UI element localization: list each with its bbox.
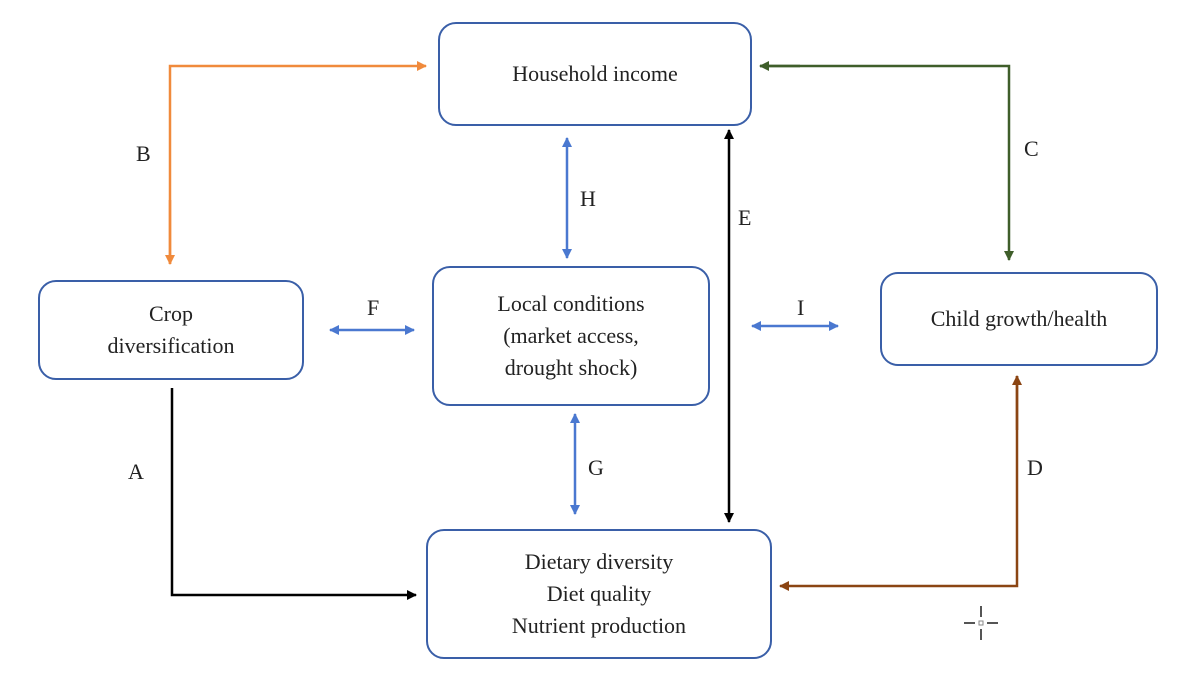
edge-b-path	[168, 61, 427, 264]
node-diet-line-3: Nutrient production	[511, 613, 687, 638]
edge-label-c: C	[1024, 136, 1039, 161]
node-local-line-1: Local conditions	[497, 291, 645, 316]
edge-a-path	[170, 388, 417, 600]
node-dietary-outcomes: Dietary diversity Diet quality Nutrient …	[426, 529, 772, 659]
edge-label-e: E	[738, 205, 752, 230]
edge-label-f: F	[367, 295, 380, 320]
edge-label-d: D	[1027, 455, 1043, 480]
node-household-income: Household income	[438, 22, 752, 126]
edge-label-g: G	[588, 455, 604, 480]
node-diet-line-2: Diet quality	[546, 581, 652, 606]
node-local-line-3: drought shock)	[504, 355, 638, 380]
node-local-line-2: (market access,	[503, 323, 639, 348]
edge-label-a: A	[128, 459, 144, 484]
edge-label-h: H	[580, 186, 596, 211]
node-diet-line-1: Dietary diversity	[524, 549, 674, 574]
edge-label-i: I	[797, 295, 805, 320]
edge-d-path	[779, 376, 1019, 591]
node-child-growth-health: Child growth/health	[880, 272, 1158, 366]
crosshair-cursor-icon	[964, 606, 998, 640]
node-crop-diversification: Crop diversification	[38, 280, 304, 380]
node-crop-line-2: diversification	[107, 333, 235, 358]
node-household-line-1: Household income	[512, 61, 678, 86]
edge-label-b: B	[136, 141, 151, 166]
node-child-line-1: Child growth/health	[930, 306, 1108, 331]
edge-c-path	[760, 64, 1014, 261]
node-crop-line-1: Crop	[149, 301, 193, 326]
node-local-conditions: Local conditions (market access, drought…	[432, 266, 710, 406]
